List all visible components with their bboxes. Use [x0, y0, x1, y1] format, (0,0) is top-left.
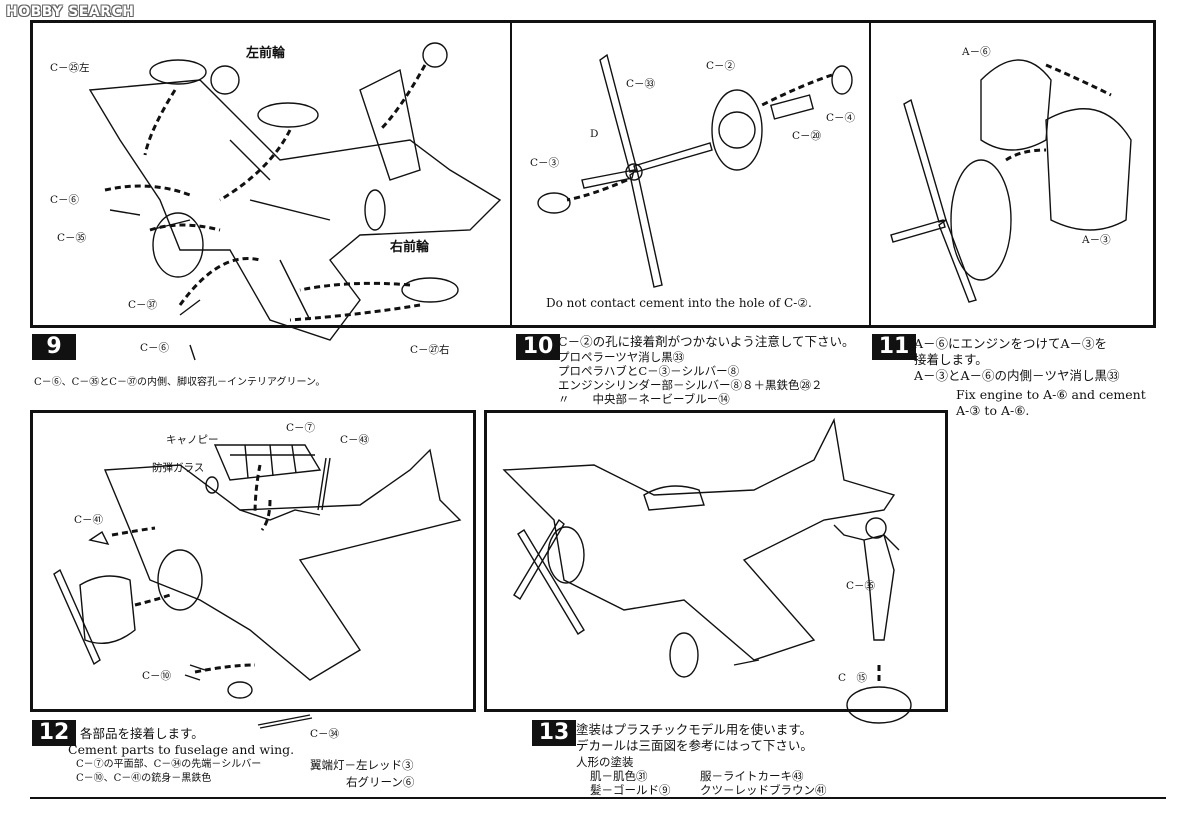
step11-illustration [890, 59, 1132, 303]
label-c34: C－㉞ [310, 728, 340, 740]
step9-number: 9 [32, 334, 76, 360]
step12-en: Cement parts to fuselage and wing. [68, 742, 295, 757]
step12-line2: C－⑦の平面部、C－㉞の先端－シルバー [76, 759, 262, 770]
step10-illustration [537, 53, 853, 288]
step9-note: C－⑥、C－㉟とC－㊲の内側、脚収容孔－インテリアグリーン。 [34, 377, 326, 388]
step9-illustration [88, 42, 502, 361]
label-c6b: C－⑥ [140, 342, 170, 354]
step11-en1: Fix engine to A-⑥ and cement [956, 387, 1146, 402]
step12-wingtip2: 右グリーン⑥ [346, 775, 415, 789]
label-c33: C－㉝ [626, 78, 656, 90]
step11-line1: A－⑥にエンジンをつけてA－③を [914, 336, 1108, 351]
step13-clothes: 服－ライトカーキ㊸ [700, 769, 804, 783]
label-c43: C－㊸ [340, 434, 370, 446]
step12-illustration [53, 444, 462, 729]
divider-10-11 [869, 20, 871, 328]
label-bulletproof-glass: 防弾ガラス [152, 462, 205, 474]
label-c35-figure: C－㉟ [846, 580, 876, 592]
step11-number: 11 [872, 334, 916, 360]
step13-number: 13 [532, 720, 576, 746]
step13-skin: 肌－肌色㉛ [590, 769, 648, 783]
step13-line2: デカールは三面図を参考にはって下さい。 [576, 738, 813, 753]
label-c2: C－② [706, 60, 736, 72]
step10-line2: プロペラーツヤ消し黒㉝ [558, 350, 685, 364]
hobbysearch-watermark: HOBBY SEARCH [6, 4, 135, 20]
label-right-front-wheel: 右前輪 [390, 240, 430, 255]
label-c10: C－⑩ [142, 670, 172, 682]
step13-hair: 髪－ゴールド⑨ [590, 783, 671, 797]
label-c15-base: C ⑮ [838, 672, 868, 684]
label-c37: C－㊲ [128, 299, 158, 311]
step13-shoes: クツ－レッドブラウン㊶ [700, 783, 827, 797]
step13-illustration [502, 417, 912, 724]
label-left-front-wheel: 左前輪 [246, 46, 286, 61]
step12-number: 12 [32, 720, 76, 746]
label-c3: C－③ [530, 157, 560, 169]
label-c7: C－⑦ [286, 422, 316, 434]
step10-number: 10 [516, 334, 560, 360]
label-a3: A－③ [1082, 234, 1111, 246]
step11-line2: 接着します。 [914, 352, 988, 367]
label-c4: C－④ [826, 112, 856, 124]
label-canopy: キャノピー [166, 434, 219, 446]
divider-9-10 [510, 20, 512, 328]
step11-line3: A－③とA－⑥の内側－ツヤ消し黒㉝ [914, 368, 1120, 383]
step12-line3: C－⑩、C－㊶の銃身－黒鉄色 [76, 773, 212, 784]
step10-line5: 〃 中央部－ネービーブルー⑭ [558, 392, 730, 406]
step10-line3: プロペラハブとC－③－シルバー⑧ [558, 364, 740, 378]
bottom-rule [30, 797, 1166, 799]
step10-caution-en: Do not contact cement into the hole of C… [546, 296, 812, 310]
step10-line1: C－②の孔に接着剤がつかないよう注意して下さい。 [558, 334, 855, 349]
label-c27: C－㉗右 [410, 344, 450, 356]
step12-line1: 各部品を接着します。 [80, 726, 204, 741]
step13-line1: 塗装はプラスチックモデル用を使います。 [576, 722, 813, 737]
step13-line3: 人形の塗装 [576, 755, 634, 769]
top-row-frame [30, 20, 1156, 328]
label-c35: C－㉟ [57, 232, 87, 244]
label-c25: C－㉕左 [50, 62, 90, 74]
step10-line4: エンジンシリンダー部－シルバー⑧８＋黒鉄色㉘２ [558, 378, 823, 392]
step12-frame [30, 410, 476, 712]
step11-en2: A-③ to A-⑥. [956, 403, 1030, 418]
label-c20: C－⑳ [792, 130, 822, 142]
label-a6: A－⑥ [962, 46, 991, 58]
step12-wingtip1: 翼端灯－左レッド③ [310, 758, 414, 772]
label-c6a: C－⑥ [50, 194, 80, 206]
label-d: D [590, 128, 599, 140]
step13-frame [484, 410, 948, 712]
label-c41: C－㊶ [74, 514, 104, 526]
